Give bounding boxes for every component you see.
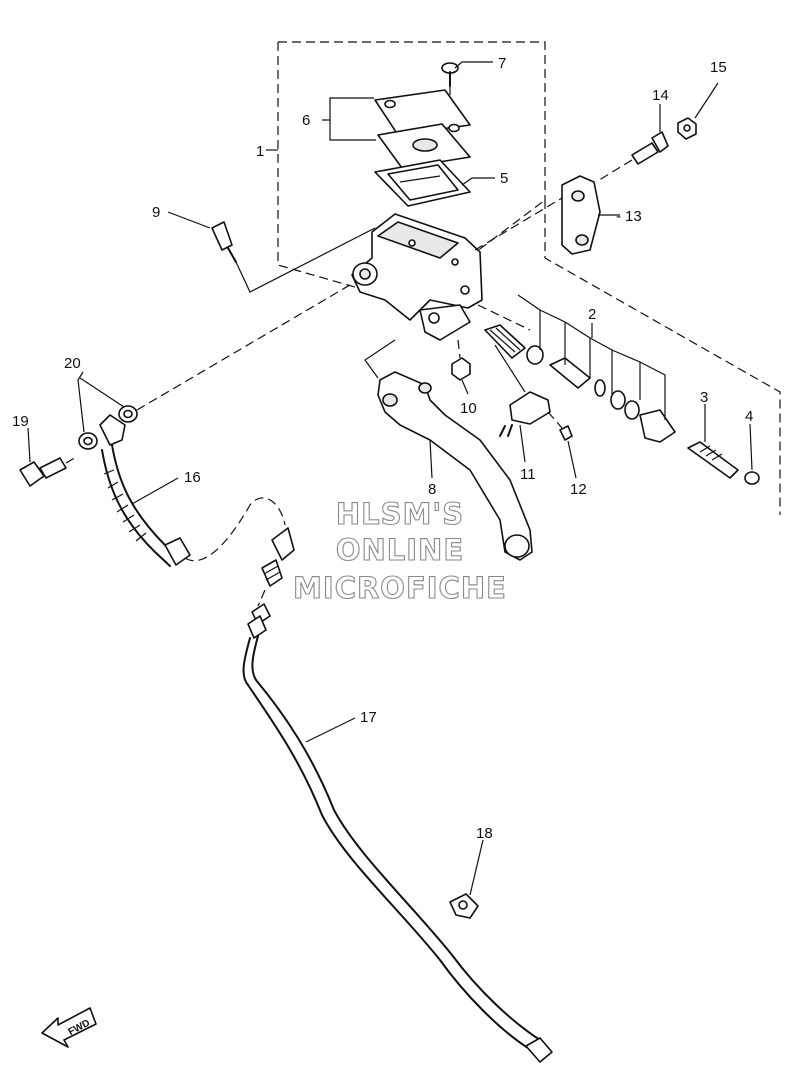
leader-lines [27,61,753,896]
label-part-16: 16 [184,469,201,486]
assembly-outline-1 [277,41,546,301]
fwd-arrow-icon: FWD [41,1007,97,1048]
label-part-12: 12 [570,481,587,498]
part-9-banjo-bolt [211,221,376,293]
label-part-15: 15 [710,59,727,76]
part-5-diaphragm [374,159,471,207]
part-14-bolt [595,131,669,183]
assembly-outline-13 [477,200,781,515]
master-cylinder-body [351,213,483,341]
label-part-5: 5 [500,170,508,187]
part-8-brake-lever [364,339,533,561]
label-part-11: 11 [520,466,536,483]
part-19-union-bolt [19,455,79,487]
label-part-13-number: 13 [625,208,642,225]
part-4-boot [744,471,760,485]
part-11-front-stop-switch [494,344,551,437]
label-part-1: 1 [256,143,264,160]
label-part-7: 7 [498,55,506,72]
part-6-reservoir-cap [374,89,471,169]
part-2-piston-kit [484,294,676,443]
watermark-line-2: ONLINE [336,533,464,567]
part-number-labels: 1 2 3 4 5 6 7 8 9 10 11 12 -13 14 15 16 … [12,55,753,842]
label-part-8: 8 [428,481,436,498]
label-part-17: 17 [360,709,377,726]
label-part-19: 19 [12,413,29,430]
label-part-10: 10 [460,400,477,417]
part-18-hose-clamp [449,893,479,919]
part-13-holder-clamp [474,175,601,255]
watermark: HLSM'S ONLINE MICROFICHE [293,496,507,605]
watermark-line-3: MICROFICHE [293,571,507,605]
part-10-nut [451,339,471,381]
part-16-brake-hose-upper [99,414,295,587]
label-part-3: 3 [700,389,708,406]
part-20-copper-washers [78,281,356,450]
label-part-20: 20 [64,355,81,372]
part-17-brake-hose-lower [242,589,553,1063]
part-12-screw [547,411,573,441]
label-part-13: -13 [616,208,642,225]
watermark-line-1: HLSM'S [336,497,464,531]
label-part-4: 4 [745,408,753,425]
label-part-6: 6 [302,112,310,129]
part-3-push-rod [687,441,739,479]
part-15-nut [677,117,697,140]
label-part-14: 14 [652,87,669,104]
part-7-screw [441,62,459,120]
label-part-9: 9 [152,204,160,221]
label-part-18: 18 [476,825,493,842]
label-part-2: 2 [588,306,596,323]
